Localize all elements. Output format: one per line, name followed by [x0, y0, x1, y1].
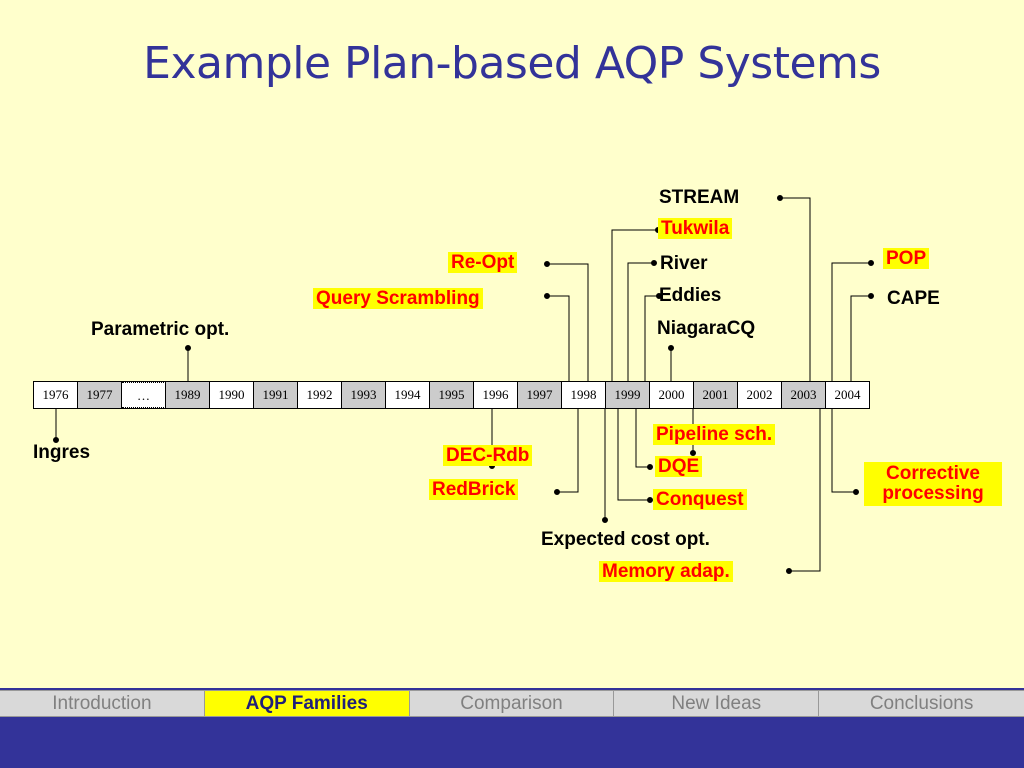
label-memory-adap: Memory adap.	[599, 561, 733, 582]
tab-conclusions[interactable]: Conclusions	[869, 693, 974, 714]
label-river: River	[660, 253, 708, 274]
year-cell: 2004	[826, 382, 869, 408]
year-cell-gap: …	[122, 382, 166, 408]
label-niagaracq: NiagaraCQ	[657, 318, 756, 339]
year-cell: 1999	[606, 382, 650, 408]
label-cape: CAPE	[887, 288, 940, 309]
label-corrective-processing: Corrective processing	[864, 462, 1002, 506]
timeline-bar: 1976 1977 … 1989 1990 1991 1992 1993 199…	[33, 381, 870, 409]
tab-new-ideas[interactable]: New Ideas	[614, 691, 820, 716]
year-cell: 1998	[562, 382, 606, 408]
year-cell: 1995	[430, 382, 474, 408]
connector-corrective	[831, 409, 856, 493]
connector-stream	[780, 197, 811, 381]
year-cell: 2002	[738, 382, 782, 408]
label-expected-cost-opt: Expected cost opt.	[541, 529, 710, 550]
section-nav: Introduction AQP Families Comparison New…	[0, 690, 1024, 717]
year-cell: 1993	[342, 382, 386, 408]
year-cell: 2003	[782, 382, 826, 408]
year-cell: 2000	[650, 382, 694, 408]
connector-memory	[789, 409, 821, 572]
year-cell: 1977	[78, 382, 122, 408]
label-re-opt: Re-Opt	[448, 252, 518, 273]
year-cell: 1976	[34, 382, 78, 408]
label-tukwila: Tukwila	[658, 218, 733, 239]
connector-cape	[850, 295, 871, 381]
connector-redbrick	[557, 409, 579, 493]
label-redbrick: RedBrick	[429, 479, 519, 500]
label-dec-rdb: DEC-Rdb	[443, 445, 533, 466]
label-parametric-opt: Parametric opt.	[91, 319, 230, 340]
label-ingres: Ingres	[33, 442, 91, 463]
year-cell: 1997	[518, 382, 562, 408]
year-cell: 1989	[166, 382, 210, 408]
label-pop: POP	[883, 248, 930, 269]
year-cell: 1992	[298, 382, 342, 408]
connector-dqe	[635, 409, 650, 468]
connector-conquest	[617, 409, 650, 501]
connector-re-opt	[547, 263, 589, 381]
label-conquest: Conquest	[653, 489, 747, 510]
label-pipeline-sch: Pipeline sch.	[653, 424, 776, 445]
connector-river	[627, 262, 654, 381]
slide-title: Example Plan-based AQP Systems	[143, 38, 881, 89]
tab-aqp-families[interactable]: AQP Families	[204, 691, 410, 716]
footer-bar: Introduction AQP Families Comparison New…	[0, 688, 1024, 768]
tab-comparison[interactable]: Comparison	[410, 691, 615, 716]
year-cell: 1996	[474, 382, 518, 408]
year-cell: 1990	[210, 382, 254, 408]
year-cell: 1994	[386, 382, 430, 408]
connector-pop	[831, 262, 871, 381]
label-dqe: DQE	[655, 456, 703, 477]
connector-eddies	[644, 295, 659, 381]
connector-query-scrambling	[547, 295, 570, 381]
label-eddies: Eddies	[659, 285, 722, 306]
year-cell: 2001	[694, 382, 738, 408]
label-query-scrambling: Query Scrambling	[313, 288, 483, 309]
connector-tukwila	[611, 229, 658, 381]
label-stream: STREAM	[659, 187, 740, 208]
year-cell: 1991	[254, 382, 298, 408]
tab-introduction[interactable]: Introduction	[0, 691, 205, 716]
